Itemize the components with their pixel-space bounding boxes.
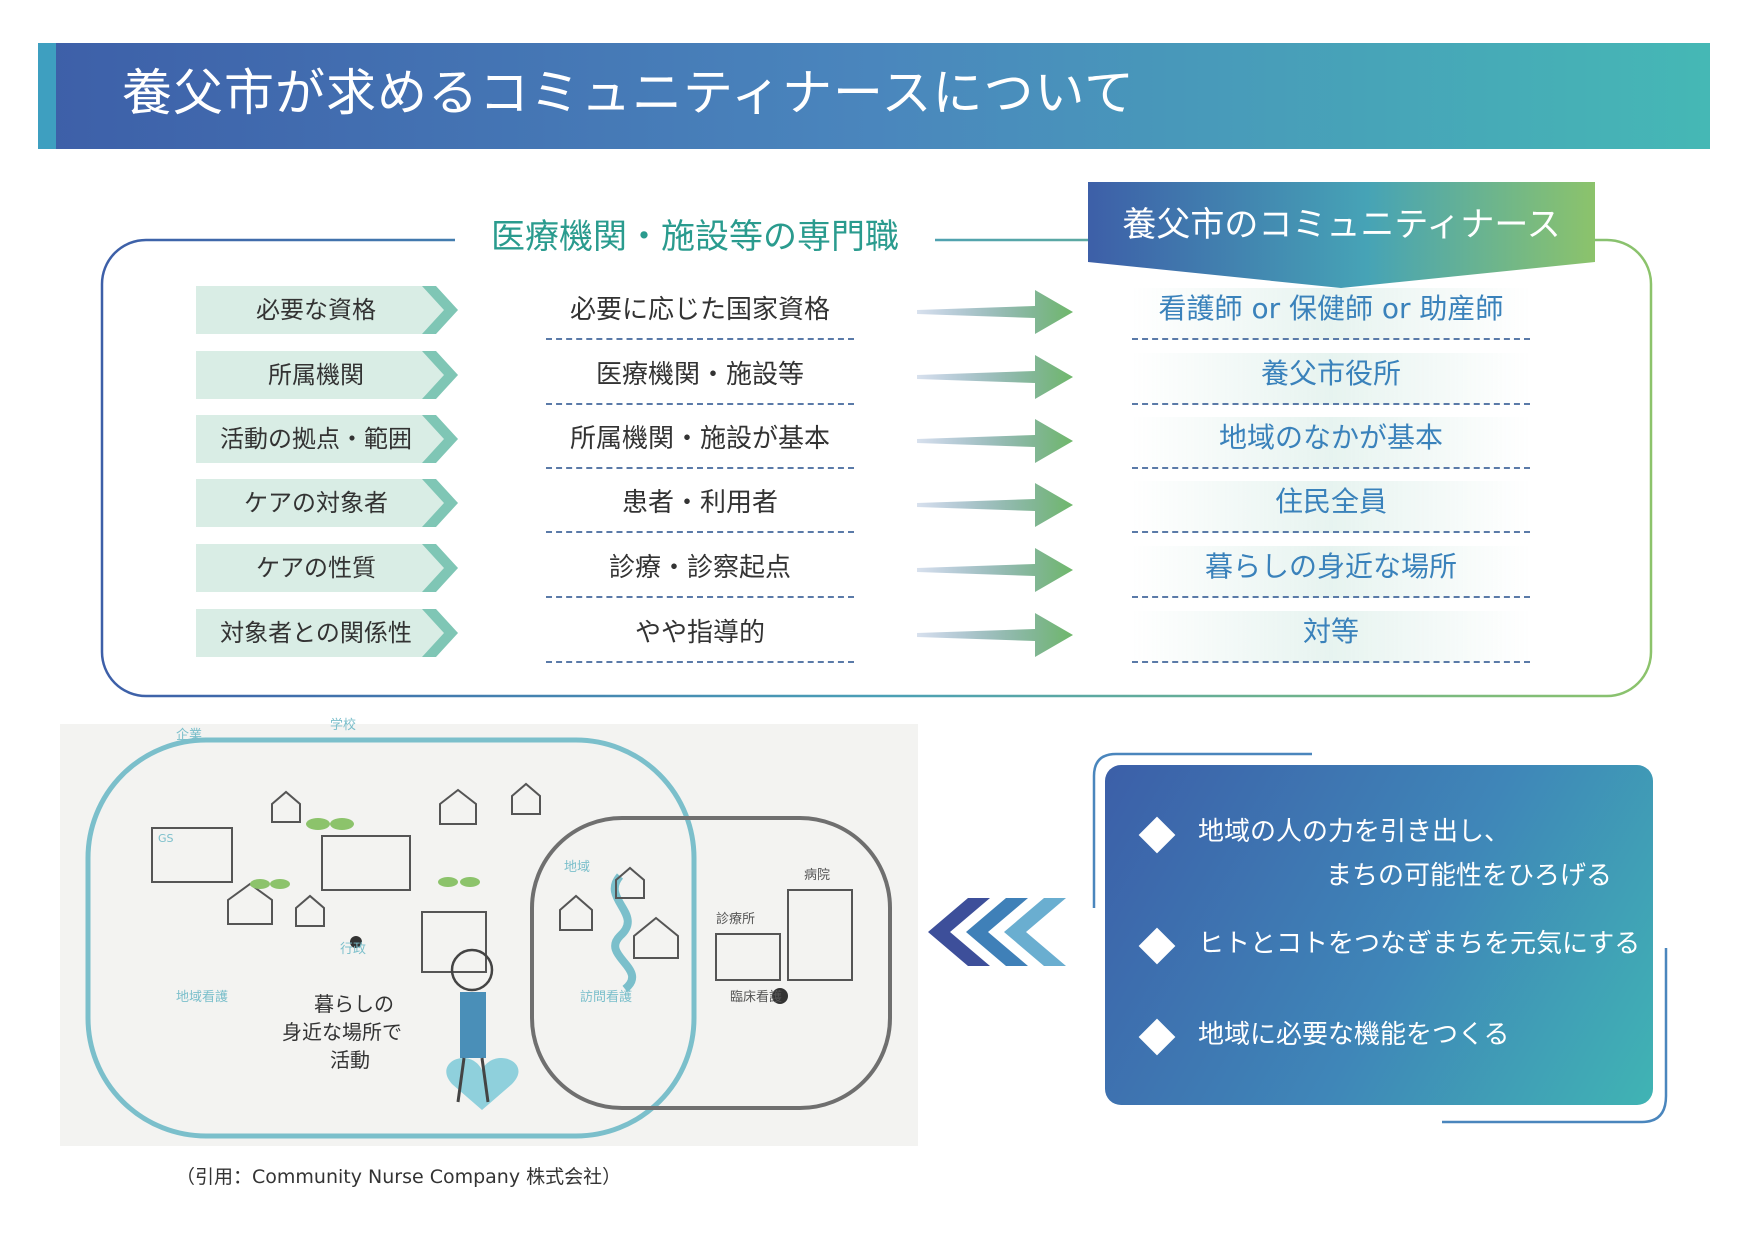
page-title: 養父市が求めるコミュニティナースについて [122, 64, 1135, 122]
category-tag: 必要な資格 [196, 286, 460, 334]
hospital-label: 病院 [804, 868, 831, 883]
community-value: 対等 [1132, 611, 1530, 663]
community-illustration: 企業 学校 GS 行政 地域看護 地域 病院 診療所 訪問看護 臨床看護 暮らし… [60, 718, 918, 1146]
right-arrow-icon [917, 355, 1073, 399]
category-tag: ケアの性質 [196, 544, 460, 592]
professional-value: 患者・利用者 [546, 483, 854, 533]
category-tag: 所属機関 [196, 351, 460, 399]
home-visit-nursing-label: 訪問看護 [580, 990, 633, 1005]
goal-1-line-1: 地域の人の力を引き出し、 [1198, 817, 1511, 847]
comparison-row: ケアの対象者 患者・利用者 住民全員 [0, 473, 1754, 535]
professional-value: やや指導的 [546, 613, 854, 663]
comparison-row: 対象者との関係性 やや指導的 対等 [0, 603, 1754, 665]
handwritten-line-1: 暮らしの [314, 992, 394, 1016]
community-nursing-label: 地域看護 [176, 990, 229, 1005]
category-tag: ケアの対象者 [196, 479, 460, 527]
administration-label: 行政 [340, 942, 367, 957]
comparison-row: 必要な資格 必要に応じた国家資格 看護師 or 保健師 or 助産師 [0, 280, 1754, 342]
category-label: 必要な資格 [256, 296, 376, 324]
professional-value: 診療・診察起点 [546, 548, 854, 598]
category-label: ケアの対象者 [244, 489, 388, 517]
community-nurse-heading-text: 養父市のコミュニティナース [1122, 205, 1561, 245]
comparison-row: 所属機関 医療機関・施設等 養父市役所 [0, 345, 1754, 407]
community-value: 看護師 or 保健師 or 助産師 [1132, 288, 1530, 340]
community-nurse-heading: 養父市のコミュニティナース [1088, 182, 1595, 294]
right-arrow-icon [917, 483, 1073, 527]
category-tag: 対象者との関係性 [196, 609, 460, 657]
gas-station-label: GS [158, 832, 174, 845]
professional-value: 所属機関・施設が基本 [546, 419, 854, 469]
professional-value: 医療機関・施設等 [546, 355, 854, 405]
goal-2: ヒトとコトをつなぎまちを元気にする [1198, 929, 1641, 959]
clinical-nursing-label: 臨床看護 [730, 990, 783, 1005]
community-value: 暮らしの身近な場所 [1132, 546, 1530, 598]
category-tag: 活動の拠点・範囲 [196, 415, 460, 463]
clinic-label: 診療所 [716, 912, 756, 927]
title-accent [38, 43, 56, 149]
company-label: 企業 [176, 728, 203, 743]
goal-3: 地域に必要な機能をつくる [1198, 1020, 1510, 1050]
handwritten-line-3: 活動 [330, 1048, 370, 1072]
category-label: ケアの性質 [256, 554, 376, 582]
goals-box [1105, 765, 1653, 1105]
community-value: 住民全員 [1132, 481, 1530, 533]
illustration-credit: （引用：Community Nurse Company 株式会社） [176, 1166, 622, 1188]
title-bar: 養父市が求めるコミュニティナースについて [38, 43, 1710, 149]
category-label: 対象者との関係性 [220, 619, 412, 647]
community-value: 養父市役所 [1132, 353, 1530, 405]
right-arrow-icon [917, 419, 1073, 463]
goal-1-line-2: まちの可能性をひろげる [1326, 861, 1613, 891]
comparison-row: 活動の拠点・範囲 所属機関・施設が基本 地域のなかが基本 [0, 409, 1754, 471]
professional-heading: 医療機関・施設等の専門職 [455, 212, 935, 262]
right-arrow-icon [917, 290, 1073, 334]
community-value: 地域のなかが基本 [1132, 417, 1530, 469]
category-label: 所属機関 [268, 361, 364, 389]
handwritten-line-2: 身近な場所で [282, 1020, 402, 1044]
chevron-left-icon [928, 898, 1066, 966]
comparison-row: ケアの性質 診療・診察起点 暮らしの身近な場所 [0, 538, 1754, 600]
right-arrow-icon [917, 548, 1073, 592]
right-arrow-icon [917, 613, 1073, 657]
category-label: 活動の拠点・範囲 [220, 425, 412, 453]
area-label: 地域 [564, 860, 591, 875]
professional-value: 必要に応じた国家資格 [546, 290, 854, 340]
school-label: 学校 [330, 718, 357, 733]
goals-frame [1092, 752, 1668, 1124]
